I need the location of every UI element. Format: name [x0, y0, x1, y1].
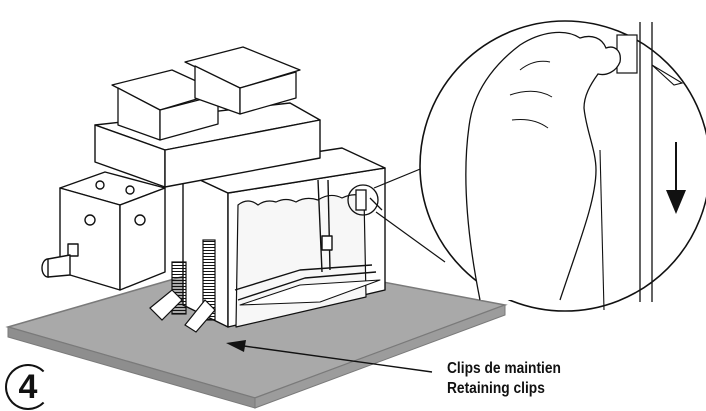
recessed-housing	[182, 147, 386, 328]
top-outlet-boxes	[111, 46, 301, 141]
magnified-detail-circle	[419, 20, 706, 312]
callout-label-english: Retaining clips	[447, 380, 545, 397]
side-junction-box	[41, 171, 166, 291]
step-number-badge: 4	[5, 364, 51, 410]
callout-arrow	[226, 340, 433, 373]
retaining-clip-detail	[347, 184, 383, 216]
hand-illustration	[465, 31, 621, 301]
ceiling-panel	[5, 256, 508, 409]
down-arrow-icon	[666, 190, 686, 214]
callout-label-french: Clips de maintien	[447, 360, 561, 377]
mounting-brackets	[149, 239, 216, 333]
